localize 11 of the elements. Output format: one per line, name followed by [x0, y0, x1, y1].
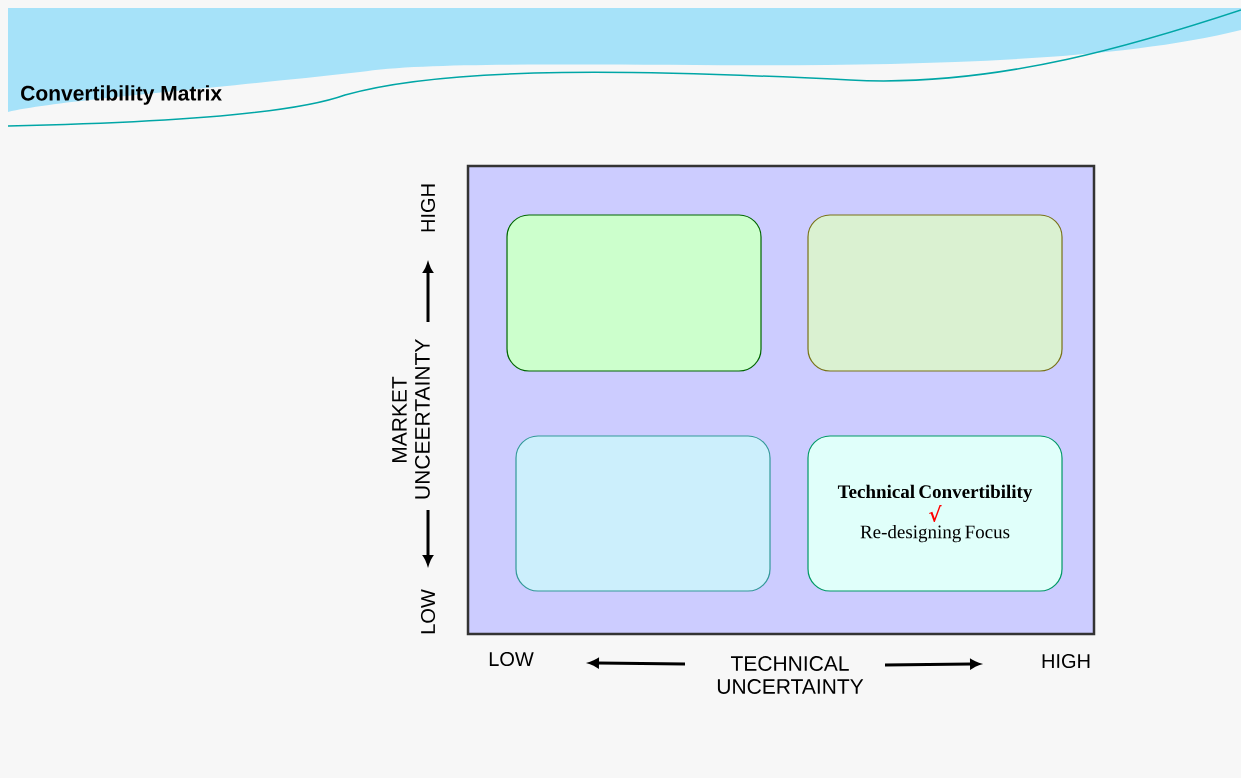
quadrant-box	[515, 435, 771, 592]
axis-label: LOW	[420, 589, 436, 634]
axis-label: LOW	[489, 651, 534, 667]
quadrant-box	[807, 214, 1063, 372]
axis-label: HIGH	[1042, 653, 1090, 669]
quadrant-box	[506, 214, 762, 372]
quadrant-box: Technical Convertibility √ Re-designing Focus	[807, 435, 1063, 592]
axis-label: HIGH	[420, 184, 436, 232]
axis-label: MARKET UNCEERTAINTY	[392, 339, 430, 499]
axis-label: TECHNICAL UNCERTAINTY	[717, 656, 864, 694]
title: Convertibility Matrix	[21, 85, 222, 105]
